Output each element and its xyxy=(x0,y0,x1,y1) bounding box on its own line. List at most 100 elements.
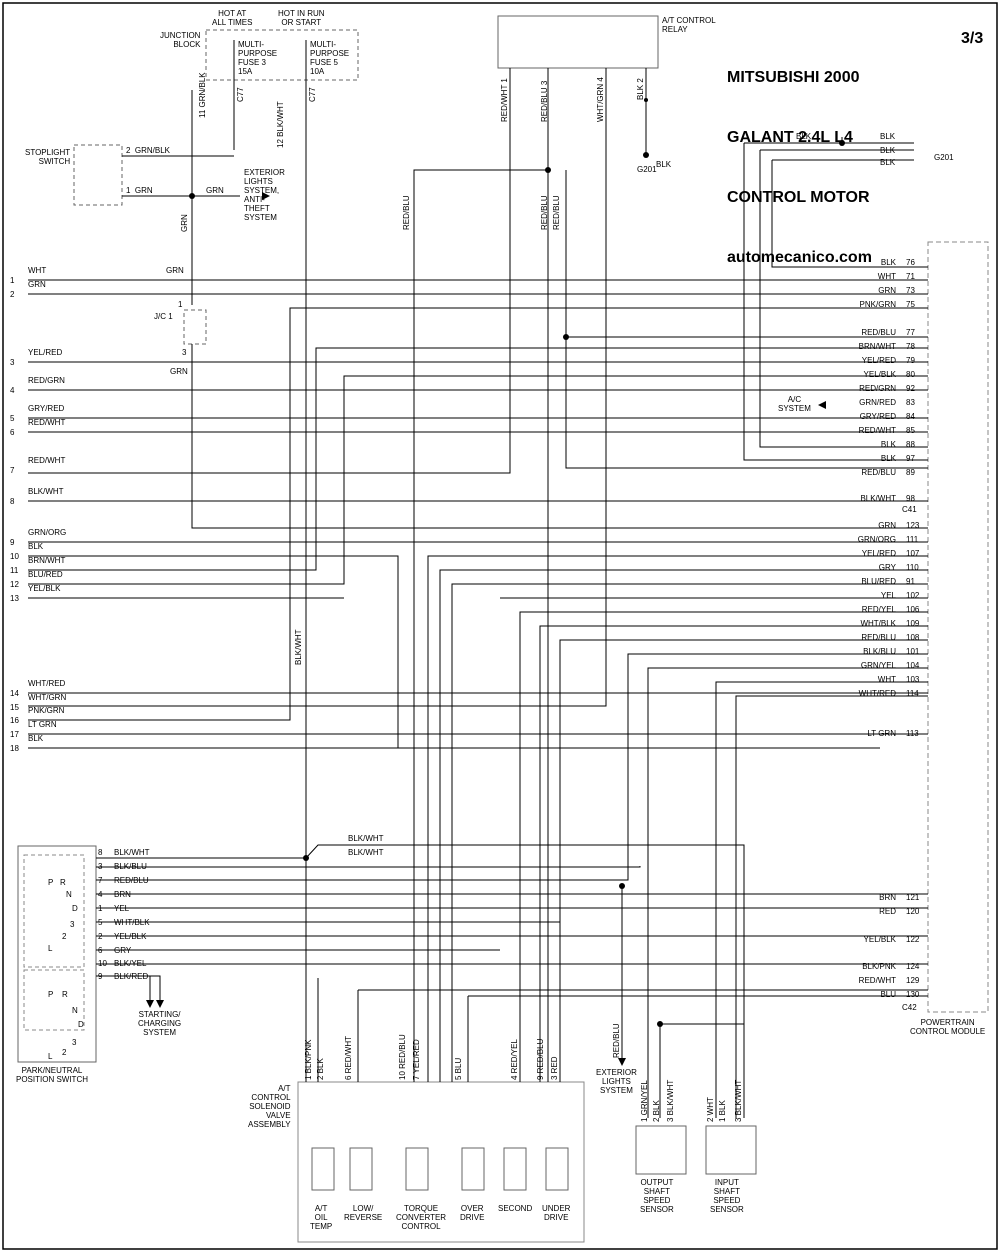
c77-b-label: C77 xyxy=(308,87,317,102)
input-sensor-pin-label: 2 WHT xyxy=(706,1097,715,1122)
left-wire-num: 12 xyxy=(10,580,19,589)
g201-wire-label: BLK xyxy=(796,132,812,141)
pcm-pin-number: 80 xyxy=(906,370,915,379)
pnp-position-upper: N xyxy=(66,890,72,899)
pcm-wire-label: WHT/RED xyxy=(858,689,896,698)
v-redblu-3: RED/BLU xyxy=(552,195,561,230)
left-wire-label: BLK xyxy=(28,542,44,551)
output-sensor-pin-label: 1 GRN/YEL xyxy=(640,1080,649,1122)
title-line-3: CONTROL MOTOR xyxy=(727,189,870,206)
pcm-pin-number: 79 xyxy=(906,356,915,365)
pcm-pin-number: 122 xyxy=(906,935,920,944)
jc1-label: J/C 1 xyxy=(154,312,173,321)
grn-blk-11-label: 11 GRN/BLK xyxy=(198,72,207,118)
pnp-wire-num: 4 xyxy=(98,890,103,899)
pnp-wire-label: YEL/BLK xyxy=(114,932,147,941)
pnp-position-lower: P xyxy=(48,990,54,999)
hot-at-all-times-label: HOT AT ALL TIMES xyxy=(212,9,253,27)
solenoid-torque-converter: TORQUE CONVERTER CONTROL xyxy=(396,1204,447,1231)
pnp-position-upper: R xyxy=(60,878,66,887)
pcm-wire-label: RED/YEL xyxy=(861,605,896,614)
pcm-pin-number: 114 xyxy=(906,689,919,698)
pcm-wire-label: BLU xyxy=(880,990,896,999)
pcm-wire-label: YEL/BLK xyxy=(863,370,896,379)
pcm-wire-label: GRY xyxy=(878,563,896,572)
solenoid-connector-label: 2 BLK xyxy=(316,1058,325,1080)
left-wire-num: 8 xyxy=(10,497,15,506)
pnp-position-lower: R xyxy=(62,990,68,999)
pcm-pin-number: 109 xyxy=(906,619,920,628)
solenoid-oil-temp: A/T OIL TEMP xyxy=(310,1204,333,1231)
left-wire-label: GRN/ORG xyxy=(28,528,67,537)
redblu-ext-label: RED/BLU xyxy=(612,1023,621,1058)
pcm-pin-number: 91 xyxy=(906,577,915,586)
pnp-position-lower: 2 xyxy=(62,1048,67,1057)
pcm-wire-label: LT GRN xyxy=(867,729,896,738)
left-wire-num: 4 xyxy=(10,386,15,395)
left-wire-label: LT GRN xyxy=(28,720,57,729)
pnp-position-upper: D xyxy=(72,904,78,913)
left-wire-label: RED/WHT xyxy=(28,456,66,465)
hot-in-run-label: HOT IN RUN OR START xyxy=(278,9,325,27)
solenoid-connector-label: 7 YEL/RED xyxy=(412,1039,421,1080)
solenoid-under-drive: UNDER DRIVE xyxy=(542,1204,571,1222)
left-wire-label: WHT/GRN xyxy=(28,693,67,702)
left-wire-mid-label: GRN xyxy=(166,266,184,275)
left-wire-num: 7 xyxy=(10,466,15,475)
pcm-wire-label: RED/GRN xyxy=(859,384,896,393)
pcm-wire-label: PNK/GRN xyxy=(859,300,896,309)
left-wire-label: WHT xyxy=(28,266,47,275)
pcm-pin-number: 73 xyxy=(906,286,915,295)
pcm-pin-number: 92 xyxy=(906,384,915,393)
relay-pin-3: RED/BLU 3 xyxy=(540,80,549,122)
pcm-pin-number: 106 xyxy=(906,605,920,614)
pcm-pin-number: 71 xyxy=(906,272,915,281)
g201-wire-label: BLK xyxy=(880,132,896,141)
input-sensor-label: INPUT SHAFT SPEED SENSOR xyxy=(710,1178,744,1214)
output-sensor-pin-label: 2 BLK xyxy=(652,1100,661,1122)
pcm-pin-number: 97 xyxy=(906,454,915,463)
solenoid-connector-label: 9 RED/BLU xyxy=(536,1038,545,1080)
pcm-wire-label: RED xyxy=(879,907,896,916)
page-number: 3/3 xyxy=(961,30,984,47)
left-wire-num: 13 xyxy=(10,594,19,603)
output-sensor-pin-label: 3 BLK/WHT xyxy=(666,1079,675,1122)
pcm-pin-number: 102 xyxy=(906,591,920,600)
left-wire-num: 3 xyxy=(10,358,15,367)
pnp-wire-num: 5 xyxy=(98,918,103,927)
pnp-position-lower: 3 xyxy=(72,1038,77,1047)
left-wire-label: BLK xyxy=(28,734,44,743)
pnp-wire-label: YEL xyxy=(114,904,130,913)
pnp-switch-label: PARK/NEUTRAL POSITION SWITCH xyxy=(16,1066,88,1084)
pcm-wire-label: BLK/WHT xyxy=(860,494,896,503)
pcm-wire-label: BLK xyxy=(880,258,896,267)
solenoid-connector-label: 5 BLU xyxy=(454,1057,463,1080)
blkwht-b: BLK/WHT xyxy=(348,848,384,857)
left-wire-num: 11 xyxy=(10,566,19,575)
g201-wire-label: BLK xyxy=(880,158,896,167)
c41-label: C41 xyxy=(902,505,917,514)
g201-right-label: G201 xyxy=(934,153,954,162)
pcm-wire-label: GRN xyxy=(878,286,896,295)
stop-pin-1: 1 GRN xyxy=(126,186,153,195)
pcm-wire-label: WHT/BLK xyxy=(860,619,896,628)
title-line-4: automecanico.com xyxy=(727,249,872,266)
v-grn-label: GRN xyxy=(180,214,189,232)
relay-pin-1: RED/WHT 1 xyxy=(500,78,509,122)
left-wire-num: 6 xyxy=(10,428,15,437)
pcm-pin-number: 83 xyxy=(906,398,915,407)
pcm-wire-label: WHT xyxy=(877,675,896,684)
solenoid-connector-label: 6 RED/WHT xyxy=(344,1036,353,1080)
relay-blk-label: BLK xyxy=(656,160,672,169)
pnp-wire-label: BLK/BLU xyxy=(114,862,147,871)
c42-label: C42 xyxy=(902,1003,917,1012)
pnp-wire-label: WHT/BLK xyxy=(114,918,150,927)
output-sensor-label: OUTPUT SHAFT SPEED SENSOR xyxy=(640,1178,674,1214)
solenoid-connector-label: 3 RED xyxy=(550,1056,559,1080)
left-wire-label: YEL/BLK xyxy=(28,584,61,593)
pcm-pin-number: 101 xyxy=(906,647,920,656)
blkwht-a: BLK/WHT xyxy=(348,834,384,843)
pnp-position-lower: N xyxy=(72,1006,78,1015)
